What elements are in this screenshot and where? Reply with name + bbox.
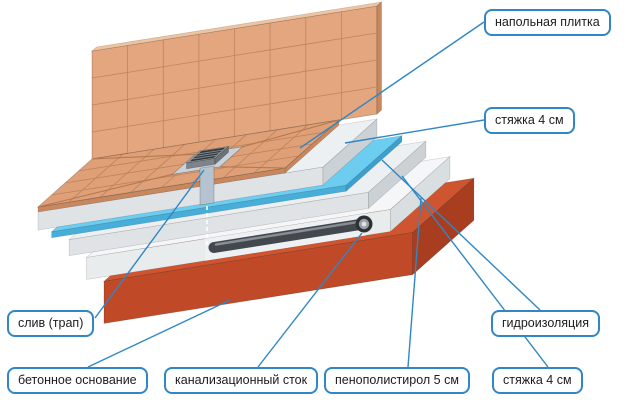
pipe-run xyxy=(208,219,364,253)
label-waterproofing-text: гидроизоляция xyxy=(502,316,589,330)
drain-body-cutaway xyxy=(199,165,215,206)
label-concrete-base-text: бетонное основание xyxy=(18,373,137,387)
pipe-cross-section xyxy=(355,215,373,233)
leader-sewer-drain xyxy=(257,232,363,368)
leader-polystyrene xyxy=(407,197,422,368)
slope-fold-lines xyxy=(37,119,340,208)
label-screed-bottom-text: стяжка 4 см xyxy=(503,373,572,387)
label-polystyrene-text: пенополистирол 5 см xyxy=(335,373,459,387)
pipe-highlight xyxy=(214,221,358,246)
wall-side-face xyxy=(376,1,382,115)
label-screed-top: стяжка 4 см xyxy=(484,107,575,134)
label-floor-tile: напольная плитка xyxy=(484,9,611,36)
label-drain-trap-text: слив (трап) xyxy=(18,316,84,330)
label-sewer-drain-text: канализационный сток xyxy=(175,373,308,387)
leader-drain-trap xyxy=(94,169,205,319)
label-screed-bottom: стяжка 4 см xyxy=(492,367,583,394)
label-drain-trap: слив (трап) xyxy=(7,310,95,337)
drain-assembly xyxy=(171,145,244,206)
waterproofing-right-face xyxy=(345,135,403,192)
leader-concrete-base xyxy=(87,299,231,368)
leader-screed-top xyxy=(344,119,485,144)
label-waterproofing: гидроизоляция xyxy=(491,310,600,337)
label-sewer-drain: канализационный сток xyxy=(164,367,319,394)
label-concrete-base: бетонное основание xyxy=(7,367,148,394)
concrete-right-face xyxy=(412,177,475,276)
drain-grate-slats xyxy=(192,149,223,160)
label-polystyrene: пенополистирол 5 см xyxy=(324,367,470,394)
sewer-pipe xyxy=(205,206,373,261)
wall-tile-grid xyxy=(91,11,378,154)
leader-lines xyxy=(87,21,549,368)
tiled-wall xyxy=(91,1,383,160)
polystyrene-right-face xyxy=(390,156,451,233)
label-floor-tile-text: напольная плитка xyxy=(495,15,600,29)
label-screed-top-text: стяжка 4 см xyxy=(495,113,564,127)
leader-screed-bottom xyxy=(401,175,549,368)
leader-floor-tile xyxy=(299,21,485,149)
